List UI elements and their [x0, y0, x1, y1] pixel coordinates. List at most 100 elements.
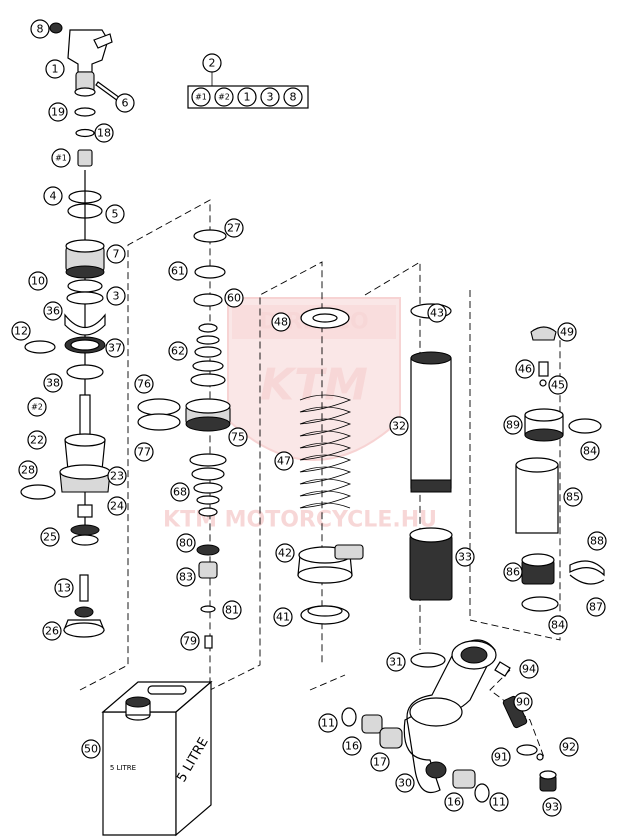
- ring-nut-41: [300, 605, 350, 625]
- callout: 93: [542, 797, 562, 817]
- callout-label: 3: [113, 290, 120, 303]
- callout-circle: [115, 93, 135, 113]
- callout-label: 1: [52, 63, 59, 76]
- callout-label: 48: [274, 316, 288, 329]
- piston-33: [409, 527, 453, 601]
- callout-label: 88: [590, 535, 604, 548]
- callout-label: 80: [179, 537, 193, 550]
- callout-label: 38: [46, 377, 60, 390]
- callout: 28: [18, 460, 38, 480]
- callout: 49: [557, 322, 577, 342]
- callout-circle: [27, 430, 47, 450]
- adjuster-90-94: [494, 661, 528, 729]
- callout: 46: [515, 359, 535, 379]
- lower-cap-86: [521, 553, 555, 585]
- bushings-11-16-17: [341, 707, 490, 803]
- callout: #2: [27, 397, 47, 417]
- callout: 10: [28, 271, 48, 291]
- callout-circle: [54, 578, 74, 598]
- callout-label: 5: [112, 208, 119, 221]
- kit-number: 2: [209, 57, 216, 70]
- callout: 60: [224, 288, 244, 308]
- rings-24-25: [70, 504, 100, 546]
- callout: 11: [489, 792, 509, 812]
- callout: 19: [48, 102, 68, 122]
- callout: 91: [491, 747, 511, 767]
- callout: 7: [106, 244, 126, 264]
- callout-circle: [370, 752, 390, 772]
- callout-circle: [563, 487, 583, 507]
- callout: 12: [11, 321, 31, 341]
- callout-label: 16: [345, 740, 359, 753]
- kit-item-label: 1: [244, 91, 251, 104]
- callout-label: 7: [113, 248, 120, 261]
- callout-label: 50: [84, 743, 98, 756]
- callout-circle: [43, 301, 63, 321]
- callout-circle: [444, 792, 464, 812]
- callout-circle: [43, 373, 63, 393]
- callout: 32: [389, 416, 409, 436]
- kit-item-circle: [214, 87, 234, 107]
- callout-label: 37: [108, 342, 122, 355]
- ring-88-87: [569, 560, 605, 585]
- callout-label: 62: [171, 345, 185, 358]
- callout: 84: [548, 615, 568, 635]
- callout-label: 91: [494, 751, 508, 764]
- callout-label: 30: [398, 777, 412, 790]
- nut-8: [49, 22, 63, 34]
- kit-item-label: #1: [195, 93, 207, 102]
- callout-label: 43: [430, 307, 444, 320]
- callout-circle: [105, 338, 125, 358]
- bladder-85: [515, 457, 559, 534]
- callout-circle: [548, 615, 568, 635]
- callout: 4: [43, 186, 63, 206]
- callout-label: 93: [545, 801, 559, 814]
- callout: 45: [548, 375, 568, 395]
- piston-75: [185, 398, 231, 432]
- callout-circle: [586, 597, 606, 617]
- callout-label: #2: [31, 403, 43, 412]
- callout: 85: [563, 487, 583, 507]
- callout-circle: [386, 652, 406, 672]
- callout-label: 49: [560, 326, 574, 339]
- callout-circle: [94, 123, 114, 143]
- callout-label: 32: [392, 420, 406, 433]
- cap-26: [63, 606, 105, 638]
- spring-47: [299, 394, 352, 509]
- assembly-guide-lines: [79, 199, 561, 761]
- callout: 86: [503, 562, 523, 582]
- callout-circle: [176, 567, 196, 587]
- bolt-13: [79, 574, 89, 602]
- callout: 8: [30, 19, 50, 39]
- washer-81-screw-79: [200, 605, 216, 649]
- nut-hash1: [77, 149, 93, 167]
- callout: 36: [43, 301, 63, 321]
- lower-clevis-30: [403, 639, 497, 794]
- callout: 26: [42, 621, 62, 641]
- callout-circle: [515, 359, 535, 379]
- callout: 92: [559, 737, 579, 757]
- callout-label: 11: [492, 796, 506, 809]
- callout-circle: [557, 322, 577, 342]
- callout: 41: [273, 607, 293, 627]
- ring-76-77: [137, 398, 181, 431]
- ring-28: [20, 484, 56, 500]
- callout-circle: [11, 321, 31, 341]
- callout-circle: [224, 288, 244, 308]
- callout-circle: [28, 271, 48, 291]
- circlip-12: [24, 340, 56, 354]
- callout-circle: [106, 286, 126, 306]
- callout-label: 16: [447, 796, 461, 809]
- callout-label: 24: [110, 500, 124, 513]
- callout-circle: [548, 375, 568, 395]
- callout: 6: [115, 93, 135, 113]
- callout-circle: [222, 600, 242, 620]
- callout: 37: [105, 338, 125, 358]
- callout-circle: [559, 737, 579, 757]
- o-ring-84-lower: [521, 596, 559, 612]
- callout: 76: [134, 374, 154, 394]
- callout-label: 13: [57, 582, 71, 595]
- callout-circle: [43, 186, 63, 206]
